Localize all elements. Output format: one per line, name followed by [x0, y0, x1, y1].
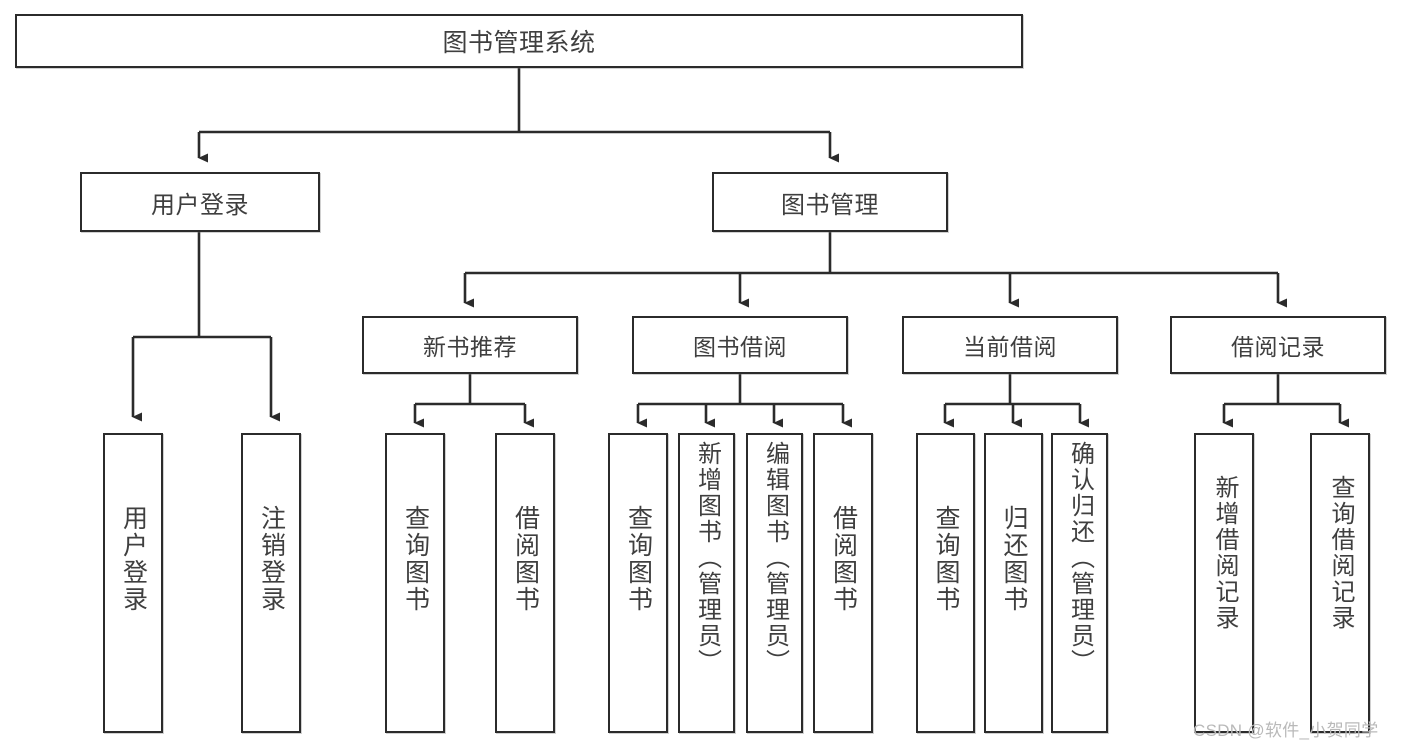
node-label: 当前借阅: [963, 334, 1057, 360]
leaf-borrow-book-new[interactable]: 借阅图书: [495, 433, 555, 733]
node-label: 用户登录: [119, 505, 148, 613]
node-label: 新增图书（管理员）: [693, 441, 721, 675]
node-label: 注销登录: [257, 505, 286, 613]
node-new-book-recommend[interactable]: 新书推荐: [362, 316, 578, 374]
leaf-return-book[interactable]: 归还图书: [984, 433, 1043, 733]
leaf-add-book[interactable]: 新增图书（管理员）: [678, 433, 735, 733]
node-label: 确认归还（管理员）: [1066, 441, 1094, 675]
leaf-add-record[interactable]: 新增借阅记录: [1194, 433, 1254, 733]
node-label: 借阅记录: [1231, 334, 1325, 360]
leaf-edit-book[interactable]: 编辑图书（管理员）: [746, 433, 803, 733]
node-label: 图书借阅: [693, 334, 787, 360]
watermark-text: CSDN @软件_小贺同学: [1193, 721, 1379, 740]
leaf-query-book-borrow[interactable]: 查询图书: [608, 433, 668, 733]
node-root-system[interactable]: 图书管理系统: [15, 14, 1023, 68]
leaf-borrow-book[interactable]: 借阅图书: [813, 433, 873, 733]
node-label: 查询图书: [624, 505, 653, 613]
node-borrow-record[interactable]: 借阅记录: [1170, 316, 1386, 374]
node-label: 新增借阅记录: [1210, 475, 1238, 631]
leaf-logout[interactable]: 注销登录: [241, 433, 301, 733]
node-label: 图书管理系统: [442, 29, 596, 57]
node-label: 查询借阅记录: [1326, 475, 1354, 631]
node-label: 编辑图书（管理员）: [761, 441, 789, 675]
node-label: 查询图书: [401, 505, 430, 613]
leaf-query-book-current[interactable]: 查询图书: [916, 433, 975, 733]
node-book-manage[interactable]: 图书管理: [712, 172, 948, 232]
node-user-login[interactable]: 用户登录: [80, 172, 320, 232]
leaf-query-record[interactable]: 查询借阅记录: [1310, 433, 1370, 733]
leaf-query-book-new[interactable]: 查询图书: [385, 433, 445, 733]
leaf-user-login[interactable]: 用户登录: [103, 433, 163, 733]
node-label: 图书管理: [781, 191, 879, 219]
node-book-borrow[interactable]: 图书借阅: [632, 316, 848, 374]
node-label: 查询图书: [932, 505, 960, 613]
node-label: 借阅图书: [829, 505, 858, 613]
node-label: 用户登录: [151, 191, 249, 219]
node-label: 归还图书: [1000, 505, 1028, 613]
leaf-confirm-return[interactable]: 确认归还（管理员）: [1051, 433, 1108, 733]
node-label: 新书推荐: [423, 334, 517, 360]
node-current-borrow[interactable]: 当前借阅: [902, 316, 1118, 374]
node-label: 借阅图书: [511, 505, 540, 613]
